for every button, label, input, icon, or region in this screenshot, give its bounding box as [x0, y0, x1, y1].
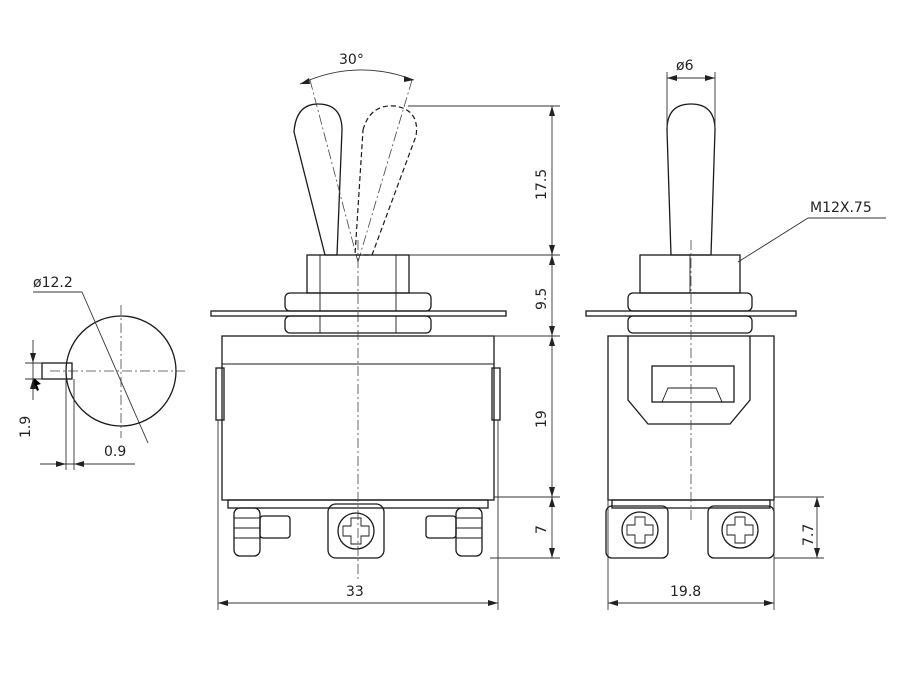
arrowhead: [814, 548, 820, 558]
arrowhead: [549, 336, 555, 346]
side-terminal-left: [605, 505, 669, 559]
side-width-label: 19.8: [670, 584, 701, 600]
arrowhead: [404, 76, 414, 82]
angle-arc: [299, 69, 415, 85]
arrowhead: [549, 326, 555, 336]
arrowhead: [705, 75, 715, 81]
key-height-label: 1.9: [18, 416, 34, 438]
terminal-height-label: 7: [534, 525, 550, 534]
body-width-label: 33: [346, 584, 364, 600]
arrowhead: [608, 600, 618, 606]
diameter-leader: [81, 291, 149, 444]
arrowhead: [488, 600, 498, 606]
arrowhead: [549, 487, 555, 497]
side-view: ø6 M12X.75 7.7: [585, 58, 886, 610]
screw-head-icon: [621, 511, 659, 549]
arrowhead: [549, 106, 555, 116]
terminal-block: [455, 507, 483, 557]
lever-solid: [293, 103, 343, 256]
arrowhead: [218, 600, 228, 606]
arrowhead: [549, 548, 555, 558]
side-nut-lower: [627, 292, 753, 312]
pointer-icon: [32, 378, 41, 391]
arrowhead: [667, 75, 677, 81]
lever-height-label: 17.5: [534, 169, 550, 200]
screw-head-icon: [337, 512, 375, 550]
arrowhead: [74, 461, 84, 467]
terminal-block: [327, 503, 385, 559]
screw-head-icon: [721, 511, 759, 549]
mounting-plate: [210, 310, 507, 317]
body-diameter-label: ø12.2: [33, 275, 73, 291]
front-view: 30°: [210, 52, 560, 610]
terminal-right: [425, 507, 483, 557]
side-window: [651, 365, 735, 403]
cross-slot-icon: [626, 516, 654, 544]
terminal-block: [233, 507, 261, 557]
window-detail: [661, 387, 723, 403]
terminal-block: [605, 505, 669, 559]
lever-centerline: [309, 79, 359, 263]
arrowhead: [300, 78, 310, 84]
arrowhead: [814, 497, 820, 507]
toggle-angle-label: 30°: [339, 52, 364, 68]
key-notch: [41, 362, 73, 380]
arrowhead: [549, 255, 555, 265]
side-terminal-height-label: 7.7: [801, 524, 817, 546]
top-view: ø12.2 1.9 0.9: [18, 275, 185, 470]
shaft-diameter-label: ø6: [676, 58, 694, 74]
side-lever: [666, 103, 716, 256]
arrowhead: [30, 353, 36, 363]
arrowhead: [549, 245, 555, 255]
side-terminal-right: [707, 505, 775, 559]
screw-shank: [425, 515, 457, 539]
side-clip-right: [491, 367, 501, 421]
arrowheads: [30, 75, 820, 606]
cross-slot-icon: [342, 517, 370, 545]
thread-label: M12X.75: [810, 200, 872, 216]
arrowhead: [30, 379, 36, 389]
body-height-label: 19: [534, 410, 550, 428]
side-clip-left: [215, 367, 225, 421]
key-width-label: 0.9: [104, 444, 126, 460]
terminal-left: [233, 507, 291, 557]
bushing-height-label: 9.5: [534, 288, 550, 310]
side-window-frame: [627, 336, 751, 425]
screw-shank: [259, 515, 291, 539]
arrowhead: [764, 600, 774, 606]
thread-leader: [737, 217, 809, 263]
terminal-center: [327, 503, 385, 559]
lever-alternate: [354, 105, 418, 256]
side-washer: [627, 315, 753, 334]
arrowhead: [549, 497, 555, 507]
cross-slot-icon: [726, 516, 754, 544]
lever-centerline: [357, 79, 413, 263]
terminal-block: [707, 505, 775, 559]
arrowhead: [56, 461, 66, 467]
